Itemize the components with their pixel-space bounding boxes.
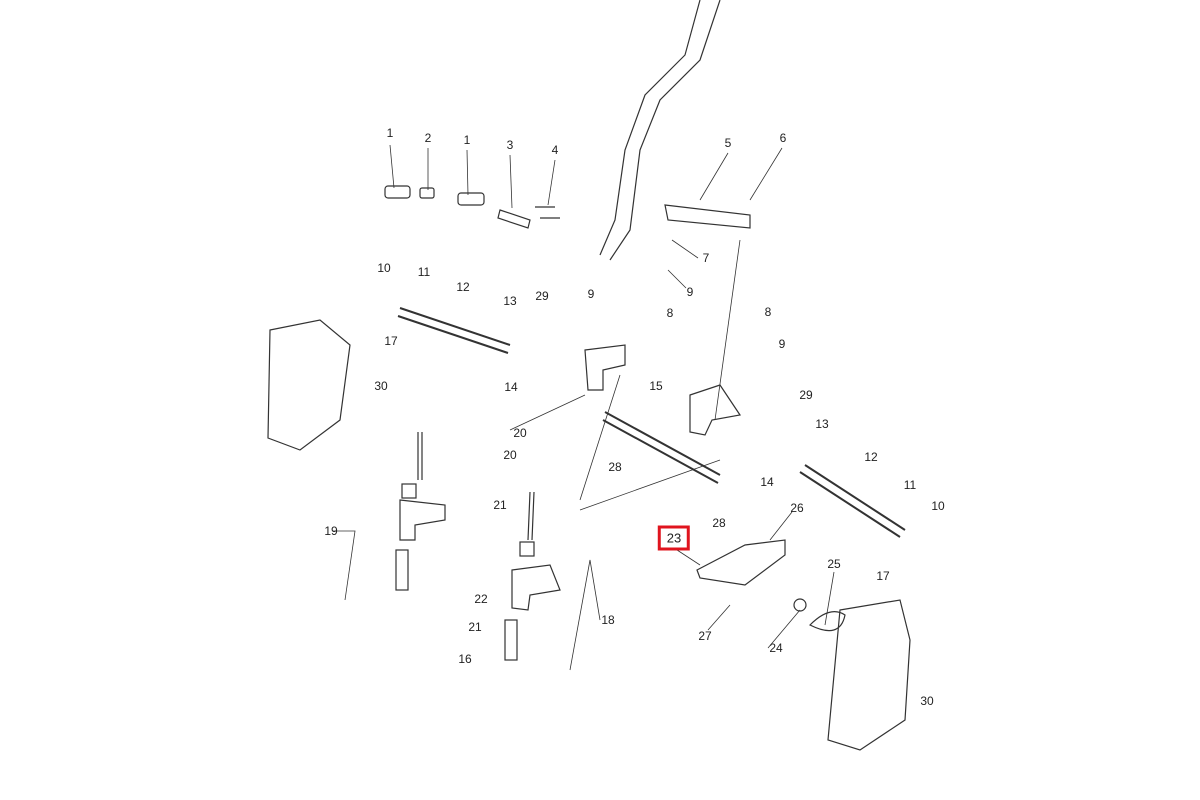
- callout-28: 28: [712, 516, 726, 530]
- tie-rod-left: [397, 307, 511, 354]
- part-24: [793, 598, 807, 612]
- callout-13: 13: [503, 294, 517, 308]
- callout-24: 24: [769, 641, 783, 655]
- pivot-bracket-4: [511, 564, 561, 611]
- pivot-bracket-3: [399, 499, 446, 541]
- part-3: [497, 209, 531, 229]
- callout-12: 12: [456, 280, 470, 294]
- callout-9: 9: [587, 287, 595, 301]
- tie-rod-right: [799, 464, 906, 538]
- bushing-19b: [395, 549, 409, 591]
- callout-16: 16: [458, 652, 472, 666]
- pivot-bracket-2: [689, 384, 742, 436]
- part-1b: [457, 192, 485, 206]
- callout-25: 25: [827, 557, 841, 571]
- spindle-left: [267, 319, 351, 451]
- bolt-20b: [527, 491, 535, 541]
- part-25: [808, 611, 846, 632]
- callout-10: 10: [377, 261, 391, 275]
- callout-28: 28: [608, 460, 622, 474]
- callout-17: 17: [876, 569, 890, 583]
- callout-8: 8: [666, 306, 674, 320]
- callout-20: 20: [513, 426, 527, 440]
- callout-9: 9: [686, 285, 694, 299]
- drag-link: [602, 411, 721, 484]
- callout-21: 21: [493, 498, 507, 512]
- callout-19: 19: [324, 524, 338, 538]
- callout-29: 29: [799, 388, 813, 402]
- bolt-20a: [417, 432, 423, 480]
- callout-26: 26: [790, 501, 804, 515]
- callout-10: 10: [931, 499, 945, 513]
- callout-14: 14: [504, 380, 518, 394]
- callout-30: 30: [374, 379, 388, 393]
- callout-17: 17: [384, 334, 398, 348]
- callout-18: 18: [601, 613, 615, 627]
- callout-5: 5: [724, 136, 732, 150]
- callout-20: 20: [503, 448, 517, 462]
- part-1: [384, 185, 411, 199]
- callout-27: 27: [698, 629, 712, 643]
- callout-23: 23: [657, 525, 691, 551]
- callout-11: 11: [903, 478, 917, 492]
- part-23-guard: [696, 539, 786, 586]
- callout-12: 12: [864, 450, 878, 464]
- callout-1: 1: [386, 126, 394, 140]
- bushing-22: [504, 619, 518, 661]
- part-2: [419, 187, 435, 199]
- callout-22: 22: [474, 592, 488, 606]
- spindle-right: [827, 599, 911, 751]
- callout-13: 13: [815, 417, 829, 431]
- leader-lines: [333, 144, 835, 671]
- part-4: [535, 206, 560, 219]
- callout-4: 4: [551, 143, 559, 157]
- callout-14: 14: [760, 475, 774, 489]
- callout-6: 6: [779, 131, 787, 145]
- pivot-bracket-1: [584, 344, 626, 391]
- bushing-19: [401, 483, 417, 499]
- steering-column: [599, 0, 721, 261]
- pitman-arm: [664, 204, 751, 229]
- callout-30: 30: [920, 694, 934, 708]
- callout-29: 29: [535, 289, 549, 303]
- callout-21: 21: [468, 620, 482, 634]
- callout-9: 9: [778, 337, 786, 351]
- callout-2: 2: [424, 131, 432, 145]
- callout-8: 8: [764, 305, 772, 319]
- callout-1: 1: [463, 133, 471, 147]
- callout-11: 11: [417, 265, 431, 279]
- bushing-21: [519, 541, 535, 557]
- callout-7: 7: [702, 251, 710, 265]
- callout-15: 15: [649, 379, 663, 393]
- callout-3: 3: [506, 138, 514, 152]
